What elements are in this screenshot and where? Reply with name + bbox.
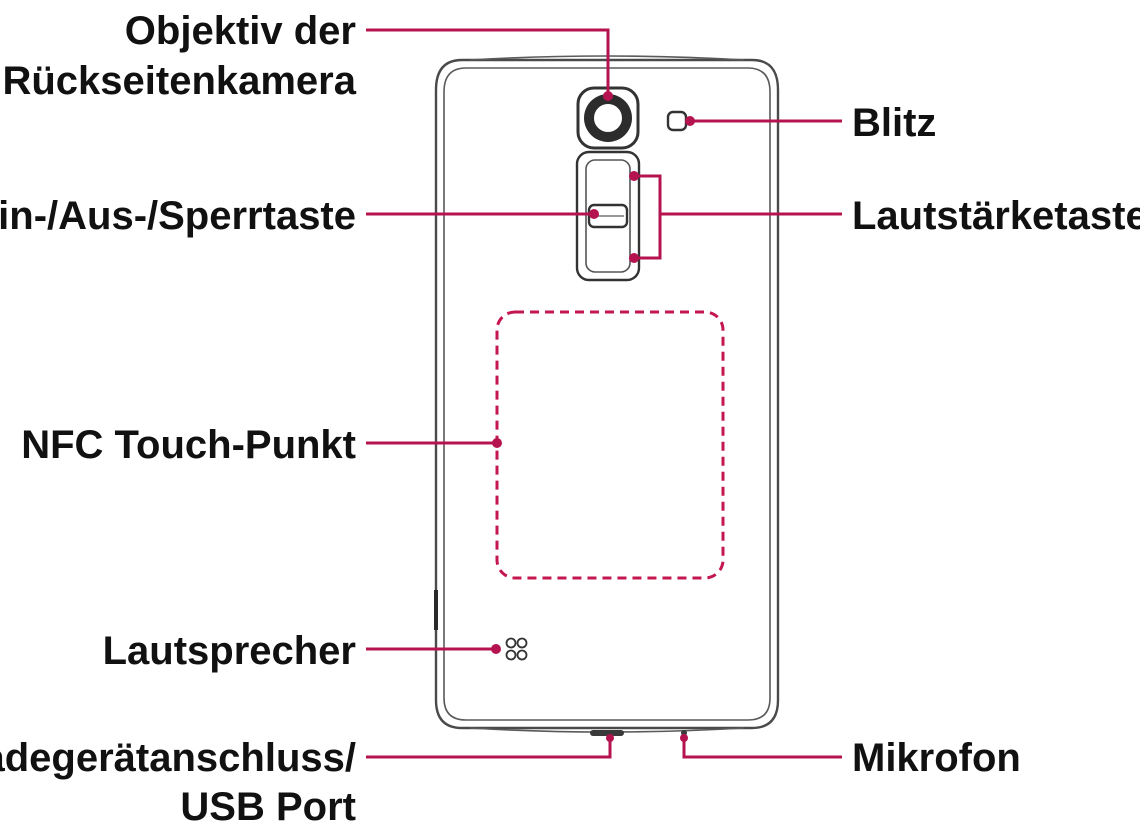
leader-microphone bbox=[680, 734, 842, 759]
leader-volume bbox=[629, 171, 842, 263]
label-flash: Blitz bbox=[852, 101, 936, 145]
label-microphone: Mikrofon bbox=[852, 736, 1021, 780]
label-power-lock: Ein-/Aus-/Sperrtaste bbox=[0, 194, 356, 238]
label-rear-camera-line2: Rückseitenkamera bbox=[2, 59, 356, 103]
speaker-icon bbox=[505, 637, 528, 661]
label-rear-camera-line1: Objektiv der bbox=[125, 9, 356, 53]
leader-charger bbox=[366, 734, 614, 759]
label-speaker: Lautsprecher bbox=[103, 629, 356, 673]
leader-nfc bbox=[366, 438, 502, 448]
flash-icon bbox=[666, 110, 688, 132]
label-volume: Lautstärketasten bbox=[852, 194, 1140, 238]
leader-speaker bbox=[366, 644, 501, 654]
phone-body bbox=[434, 55, 780, 733]
label-charger-line2: USB Port bbox=[180, 785, 356, 829]
leader-flash bbox=[685, 116, 842, 126]
label-charger-line1: Ladegerätanschluss/ bbox=[0, 736, 356, 780]
label-nfc: NFC Touch-Punkt bbox=[21, 423, 356, 467]
rear-key-module bbox=[575, 150, 641, 282]
leader-rear-camera bbox=[366, 28, 613, 101]
charger-port-icon bbox=[590, 730, 624, 736]
nfc-area bbox=[495, 310, 725, 580]
rear-camera bbox=[576, 86, 640, 150]
leader-power-lock bbox=[366, 209, 599, 219]
